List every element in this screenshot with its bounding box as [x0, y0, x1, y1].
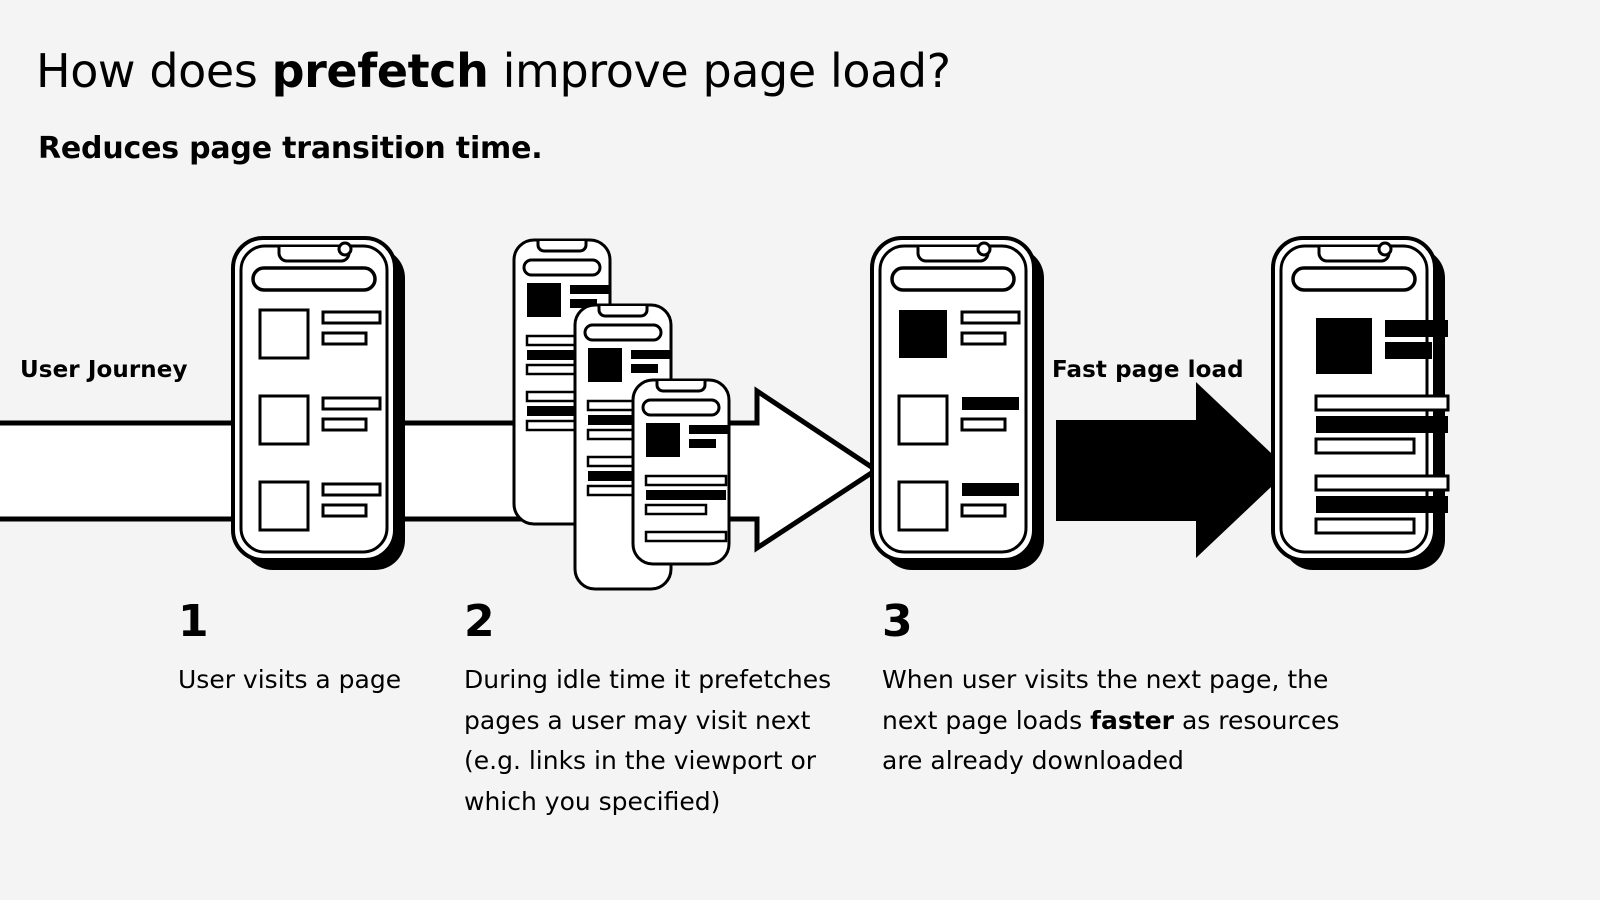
text-bar-outline	[321, 310, 382, 325]
step-number: 2	[464, 596, 495, 647]
phone-camera-dot	[976, 241, 992, 257]
text-bar-outline	[1314, 474, 1450, 492]
text-bar-filled	[646, 490, 726, 500]
fast-page-load-label: Fast page load	[1052, 357, 1244, 383]
thumbnail-outline	[897, 394, 949, 446]
user-journey-label: User Journey	[20, 357, 188, 383]
page-title: How does prefetch improve page load?	[36, 46, 951, 97]
text-bar-outline	[644, 530, 728, 543]
content-paragraph	[1314, 394, 1450, 455]
thumbnail-outline	[897, 480, 949, 532]
content-row	[897, 480, 1019, 532]
phone-search-bar	[583, 323, 663, 342]
text-bar-outline	[321, 417, 368, 432]
phone-notch	[597, 306, 649, 318]
phone-search-bar	[251, 266, 377, 292]
thumbnail-filled	[899, 310, 947, 358]
phone-search-bar	[641, 398, 721, 417]
text-bar-filled	[689, 425, 728, 434]
text-bar-filled	[1316, 496, 1448, 513]
text-bar-outline	[1314, 394, 1450, 412]
phone-prefetched-front	[631, 378, 731, 566]
thumbnail-outline	[258, 394, 310, 446]
thumbnail-filled	[646, 423, 680, 457]
title-suffix: improve page load?	[488, 44, 951, 98]
text-bar-outline	[960, 331, 1007, 346]
thumbnail-filled	[527, 283, 561, 317]
phone-stack-prefetched-pages	[512, 238, 731, 591]
content-row	[897, 394, 1019, 446]
step-number: 1	[178, 596, 209, 647]
text-bar-outline	[960, 310, 1021, 325]
step-description: User visits a page	[178, 665, 402, 694]
text-bar-filled	[962, 483, 1019, 496]
text-bar-filled	[527, 350, 607, 360]
thumbnail-outline	[258, 480, 310, 532]
content-row	[258, 480, 382, 532]
thumbnail-filled	[588, 348, 622, 382]
text-bar-filled	[1385, 320, 1448, 337]
text-bar-filled	[1316, 416, 1448, 433]
content-row	[1316, 318, 1448, 374]
page-subtitle: Reduces page transition time.	[38, 131, 543, 166]
thumbnail-filled	[1316, 318, 1372, 374]
phone-camera-dot	[337, 241, 353, 257]
step-number: 3	[882, 596, 913, 647]
step-1: 1 User visits a page	[178, 600, 438, 701]
phone-search-bar	[1291, 266, 1417, 292]
text-bar-outline	[644, 474, 728, 487]
title-emphasis: prefetch	[271, 44, 489, 98]
step-2: 2 During idle time it prefetches pages a…	[464, 600, 864, 822]
text-bar-filled	[962, 397, 1019, 410]
step-description-after: as resources are already downloaded	[882, 705, 1340, 776]
content-paragraph	[1314, 474, 1450, 535]
text-bar-outline	[1314, 437, 1416, 455]
text-bar-filled	[689, 439, 716, 448]
step-description-before: When user visits the next page, the next…	[882, 665, 1329, 735]
text-bar-filled	[631, 350, 670, 359]
phone-loaded-page	[1271, 236, 1450, 570]
text-bar-filled	[527, 406, 607, 416]
phone-search-bar	[890, 266, 1016, 292]
fast-page-load-arrow	[1056, 382, 1289, 558]
text-bar-filled	[631, 364, 658, 373]
step-3: 3 When user visits the next page, the ne…	[882, 600, 1362, 782]
phone-camera-dot	[1377, 241, 1393, 257]
phone-next-page	[870, 236, 1044, 570]
text-bar-filled	[570, 299, 597, 308]
content-row	[899, 310, 1021, 358]
phone-search-bar	[522, 258, 602, 277]
title-prefix: How does	[36, 44, 272, 98]
text-bar-outline	[321, 503, 368, 518]
step-description: When user visits the next page, the next…	[882, 660, 1362, 782]
text-bar-outline	[1314, 517, 1416, 535]
text-bar-filled	[1385, 342, 1432, 359]
thumbnail-outline	[258, 308, 310, 360]
text-bar-outline	[321, 482, 382, 497]
text-bar-filled	[588, 471, 668, 481]
content-row	[258, 308, 382, 360]
step-description: During idle time it prefetches pages a u…	[464, 665, 832, 816]
step-description-emphasis: faster	[1090, 705, 1174, 735]
phone-initial-page	[231, 236, 405, 570]
text-bar-outline	[960, 417, 1007, 432]
phone-notch	[536, 241, 588, 253]
text-bar-filled	[570, 285, 609, 294]
text-bar-outline	[321, 331, 368, 346]
text-bar-filled	[588, 415, 668, 425]
phone-notch	[655, 381, 707, 393]
text-bar-outline	[644, 503, 708, 516]
text-bar-outline	[960, 503, 1007, 518]
text-bar-outline	[321, 396, 382, 411]
content-row	[258, 394, 382, 446]
